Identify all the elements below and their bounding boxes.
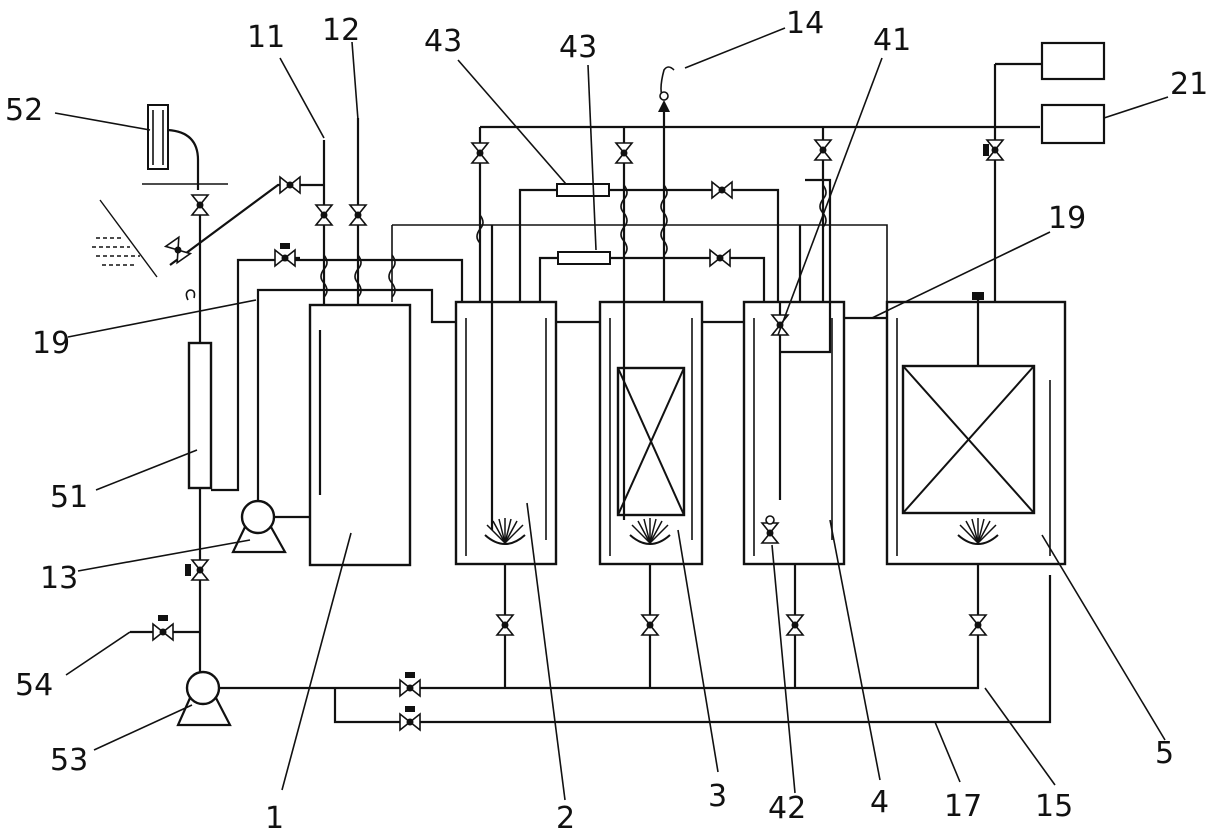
label-15: 15 bbox=[1035, 789, 1073, 824]
pump-13 bbox=[231, 499, 310, 554]
label-43-left: 43 bbox=[424, 24, 462, 59]
membrane-43-lower bbox=[557, 251, 611, 265]
tank-1 bbox=[308, 303, 412, 567]
column-51 bbox=[187, 341, 213, 490]
packing-module-tank-3 bbox=[616, 366, 686, 517]
label-5: 5 bbox=[1155, 736, 1174, 771]
label-4: 4 bbox=[870, 785, 889, 820]
label-41: 41 bbox=[873, 23, 911, 58]
label-12: 12 bbox=[322, 13, 360, 48]
label-53: 53 bbox=[50, 743, 88, 778]
packing-module-tank-5 bbox=[901, 364, 1036, 515]
pump-53 bbox=[176, 670, 232, 727]
label-43-right: 43 bbox=[559, 30, 597, 65]
label-52: 52 bbox=[5, 93, 43, 128]
membrane-43-upper bbox=[556, 183, 610, 197]
tank-4 bbox=[742, 300, 846, 566]
label-19-right: 19 bbox=[1048, 201, 1086, 236]
label-13: 13 bbox=[40, 561, 78, 596]
label-2: 2 bbox=[556, 801, 575, 834]
label-51: 51 bbox=[50, 480, 88, 515]
label-1: 1 bbox=[265, 801, 284, 834]
label-14: 14 bbox=[786, 6, 824, 41]
label-17: 17 bbox=[944, 789, 982, 824]
label-42: 42 bbox=[768, 791, 806, 826]
instrument-box-21 bbox=[1040, 103, 1106, 145]
label-19-left: 19 bbox=[32, 326, 70, 361]
water-source-hatch bbox=[92, 199, 158, 278]
tank-2 bbox=[454, 300, 558, 566]
meter-52 bbox=[147, 104, 169, 170]
instrument-box-upper bbox=[1040, 41, 1106, 81]
label-3: 3 bbox=[708, 779, 727, 814]
label-21: 21 bbox=[1170, 67, 1208, 102]
label-11: 11 bbox=[247, 20, 285, 55]
label-54: 54 bbox=[15, 668, 53, 703]
